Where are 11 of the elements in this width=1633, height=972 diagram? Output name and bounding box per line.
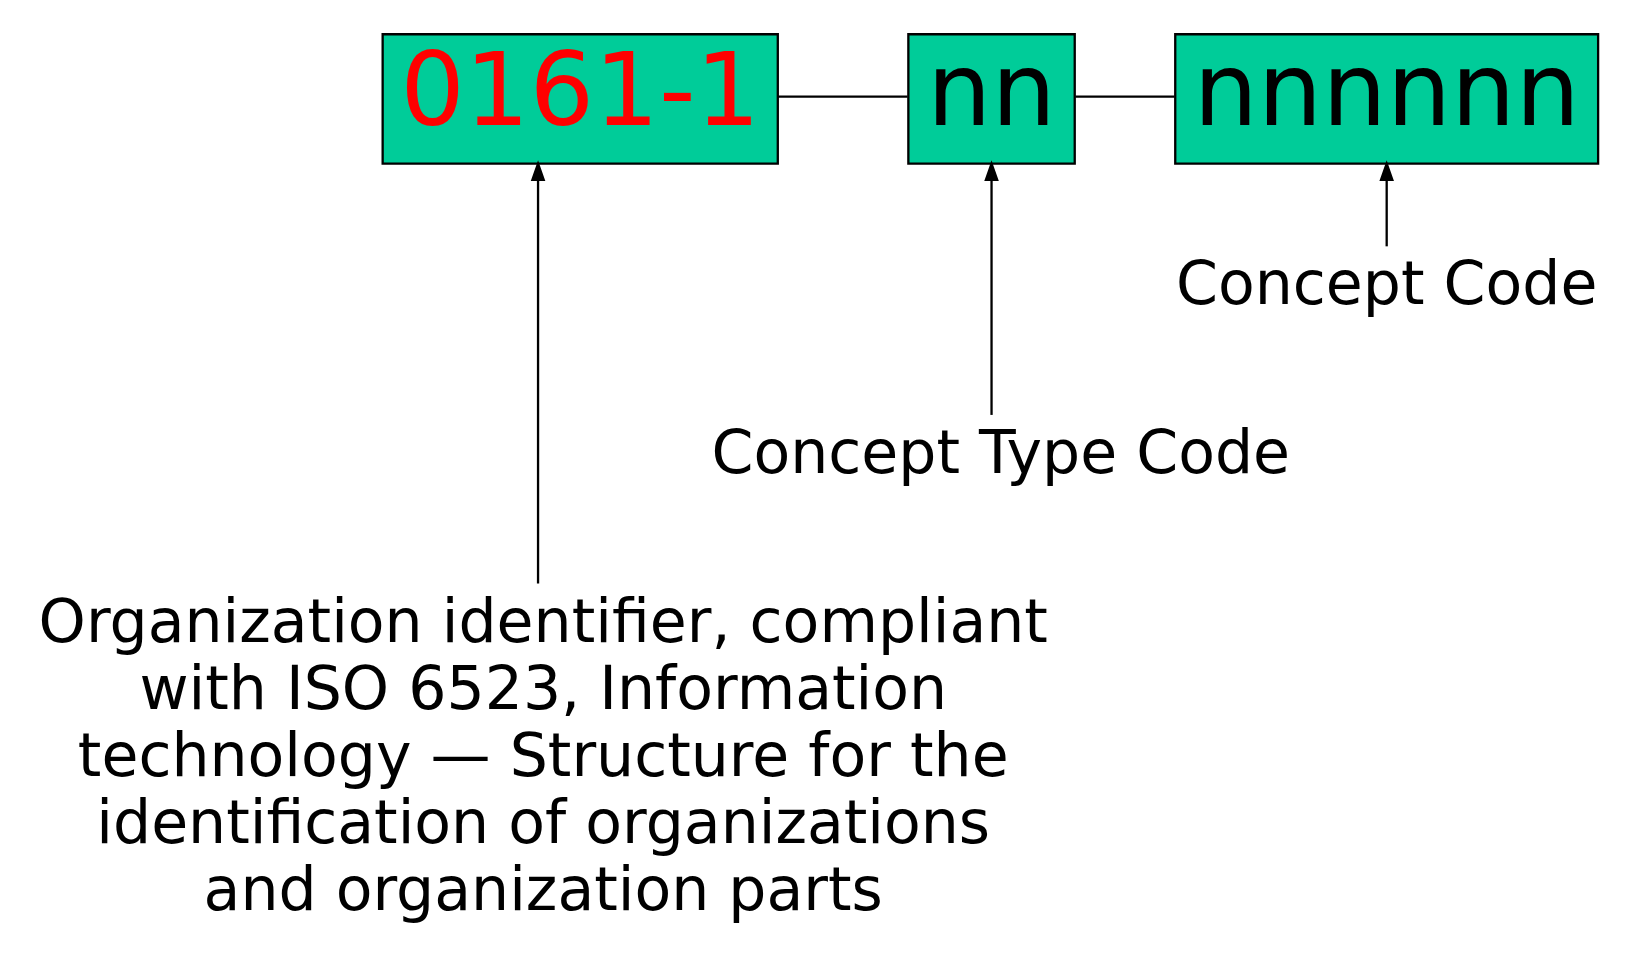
node-box: nn xyxy=(907,33,1076,165)
arrow xyxy=(1379,160,1394,247)
arrow xyxy=(530,160,546,584)
node-text: Concept Type Code xyxy=(711,416,1291,487)
node-text: Organization identifier, compliant with ISO 6523, Information technology — Structure for the identification of organizations and organization parts xyxy=(38,585,1048,924)
connector xyxy=(1075,95,1175,98)
connector xyxy=(778,95,908,98)
node-box: 0161-1 xyxy=(381,33,779,165)
arrow xyxy=(984,160,999,415)
node-box: nnnnnn xyxy=(1174,33,1600,165)
node-text: Concept Code xyxy=(1176,248,1598,319)
